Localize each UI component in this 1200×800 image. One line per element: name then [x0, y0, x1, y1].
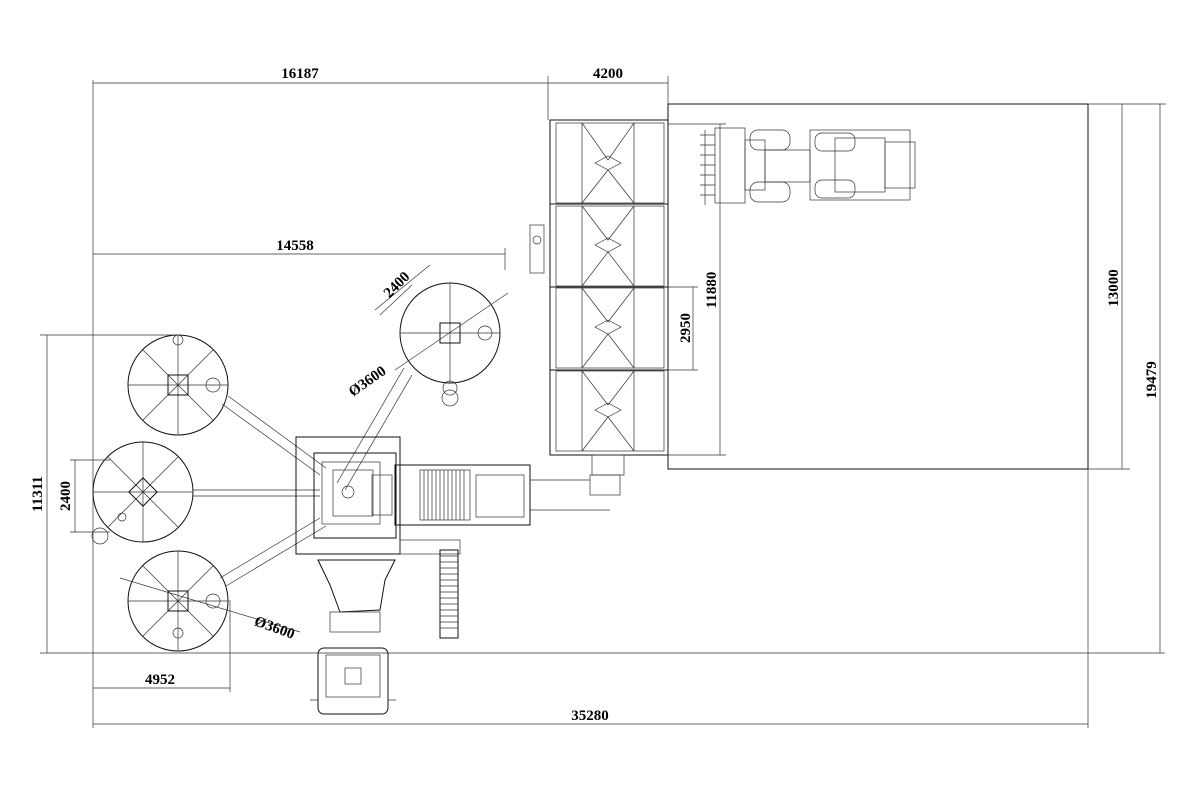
mixing-tower	[295, 436, 401, 633]
wheel-loader	[700, 127, 916, 205]
cement-silo-bottom-left	[127, 550, 229, 652]
site-boundary	[40, 80, 1165, 728]
dim-silo-offset: 2400	[381, 269, 414, 302]
belt-conveyor	[394, 464, 610, 639]
dim-yard-height: 13000	[1106, 269, 1122, 307]
dim-total-width: 35280	[571, 708, 609, 724]
dim-mid-width: 14558	[276, 238, 314, 254]
dim-total-height: 19479	[1144, 361, 1160, 399]
dim-left-height: 11311	[30, 476, 46, 512]
dimension-lines	[40, 76, 1166, 725]
cement-silo-top-left	[127, 334, 229, 436]
dim-bin-pitch: 2950	[678, 313, 694, 343]
cement-silo-middle-left	[91, 441, 194, 545]
dim-bin-height: 11880	[704, 272, 720, 309]
dim-top-left-width: 16187	[281, 66, 319, 82]
dim-bottom-left-width: 4952	[145, 672, 175, 688]
dim-left-silo-offset: 2400	[58, 481, 74, 511]
mixer-truck	[310, 647, 396, 715]
dim-silo-diameter-upper: Ø3600	[346, 363, 389, 400]
cement-silo-upper	[399, 282, 501, 407]
aggregate-yard	[667, 103, 1089, 470]
dim-silo-diameter-lower: Ø3600	[252, 614, 297, 643]
dim-top-right-width: 4200	[593, 66, 623, 82]
aggregate-bins	[529, 119, 669, 496]
screw-conveyors	[193, 367, 413, 587]
